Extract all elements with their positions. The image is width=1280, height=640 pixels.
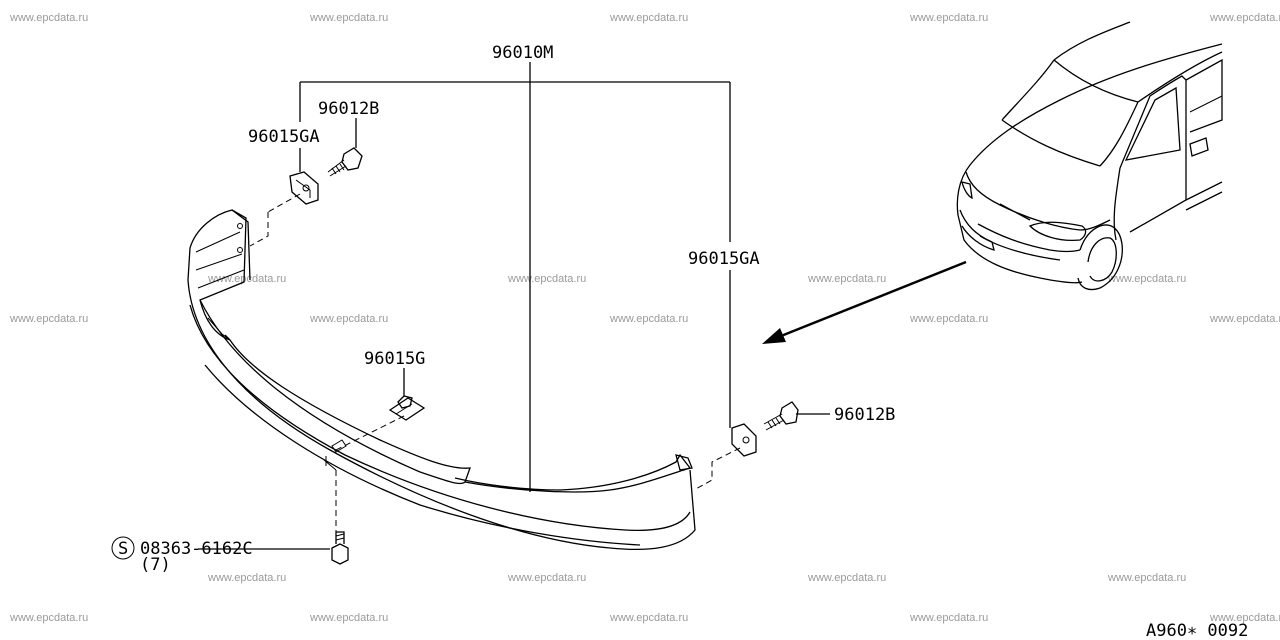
label-clip-center: 96015G xyxy=(364,349,425,369)
screw-symbol: S xyxy=(118,539,128,559)
label-screw: S 08363-6162C (7) xyxy=(111,536,253,575)
watermark: www.epcdata.ru xyxy=(309,313,388,325)
screw-symbol-circle xyxy=(111,536,135,560)
watermark: www.epcdata.ru xyxy=(609,12,688,24)
vehicle-illustration xyxy=(956,21,1223,291)
diagram-reference: A960∗ 0092 xyxy=(1146,621,1248,640)
label-assembly: 96010M xyxy=(492,43,553,63)
screw-code: 08363-6162C xyxy=(140,539,253,559)
watermark: www.epcdata.ru xyxy=(309,12,388,24)
watermark-layer: www.epcdata.ru www.epcdata.ru www.epcdat… xyxy=(9,12,1280,624)
watermark: www.epcdata.ru xyxy=(309,612,388,624)
watermark: www.epcdata.ru xyxy=(909,313,988,325)
label-bolt-top: 96012B xyxy=(318,99,379,119)
label-bracket-right: 96015GA xyxy=(688,249,760,269)
watermark: www.epcdata.ru xyxy=(609,612,688,624)
direction-arrow xyxy=(762,260,967,344)
watermark: www.epcdata.ru xyxy=(807,572,886,584)
screw-bottom xyxy=(331,531,349,565)
watermark: www.epcdata.ru xyxy=(1107,572,1186,584)
screw-quantity: (7) xyxy=(140,555,171,575)
label-bolt-right: 96012B xyxy=(834,405,895,425)
watermark: www.epcdata.ru xyxy=(207,273,286,285)
watermark: www.epcdata.ru xyxy=(9,612,88,624)
watermark: www.epcdata.ru xyxy=(507,273,586,285)
watermark: www.epcdata.ru xyxy=(507,572,586,584)
bracket-right xyxy=(731,423,757,457)
watermark: www.epcdata.ru xyxy=(807,273,886,285)
bracket-top xyxy=(289,171,319,205)
watermark: www.epcdata.ru xyxy=(1209,12,1280,24)
watermark: www.epcdata.ru xyxy=(1107,273,1186,285)
watermark: www.epcdata.ru xyxy=(909,612,988,624)
watermark: www.epcdata.ru xyxy=(9,313,88,325)
fixing-lines xyxy=(249,193,741,532)
watermark: www.epcdata.ru xyxy=(1209,612,1280,624)
watermark: www.epcdata.ru xyxy=(909,12,988,24)
front-spoiler-part xyxy=(187,209,696,551)
watermark: www.epcdata.ru xyxy=(207,572,286,584)
bolt-top xyxy=(327,147,363,177)
label-bracket-top: 96015GA xyxy=(248,127,320,147)
bolt-right xyxy=(763,401,799,431)
clip-center xyxy=(388,395,426,421)
watermark: www.epcdata.ru xyxy=(1209,313,1280,325)
watermark: www.epcdata.ru xyxy=(9,12,88,24)
watermark: www.epcdata.ru xyxy=(609,313,688,325)
assembly-leader-lines xyxy=(198,62,830,550)
